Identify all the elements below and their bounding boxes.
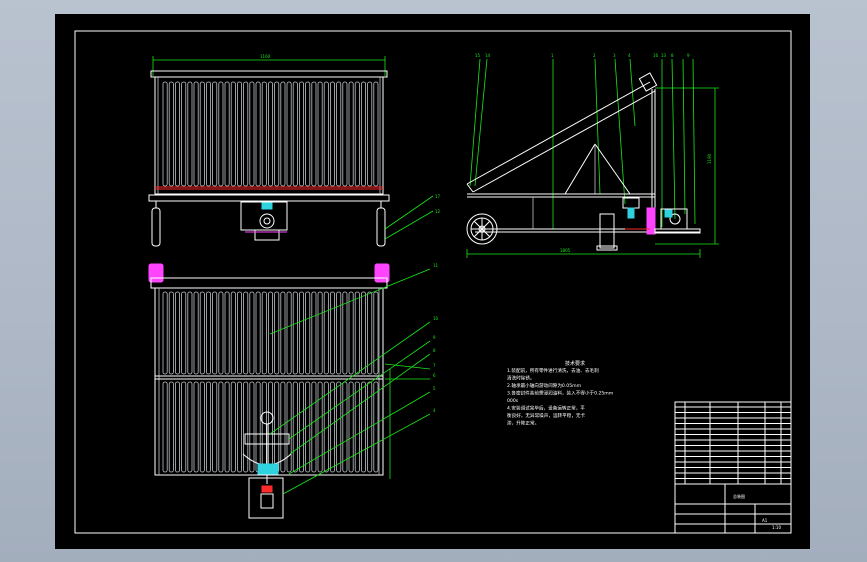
tech-req-line: 2.轴承最小轴向游动间隙为0.05mm — [507, 382, 582, 389]
plan-callout-6: 6 — [433, 373, 436, 378]
title-block-revision: A1 — [762, 518, 768, 523]
plan-callout-leaders — [269, 268, 431, 495]
tech-req-title: 技术要求 — [565, 360, 585, 367]
side-length-dimension: 1805 — [560, 248, 571, 253]
front-panel-flutes — [162, 81, 379, 187]
side-wheel — [466, 213, 498, 245]
side-callout-leaders — [469, 58, 696, 229]
drawing-name: 总装图 — [733, 493, 745, 499]
side-callout-15: 15 — [475, 53, 481, 58]
plan-callout-11: 11 — [433, 263, 439, 268]
front-view: 1160 17 12 — [148, 54, 441, 247]
tech-req-line: 1.装配前，所有零件进行清洗，去油、去毛刺 — [507, 367, 599, 374]
side-height-dimension: 1190 — [707, 153, 712, 164]
plan-view: 11 10 9 8 7 6 5 4 — [148, 263, 439, 519]
plan-callout-8: 8 — [433, 348, 436, 353]
side-callout-2: 2 — [593, 53, 596, 58]
tech-req-line: 3.各密封件装前需浸润油料，装入不得小于0.25mm — [507, 390, 614, 397]
drawing-border — [74, 30, 792, 534]
tech-req-line: 000s — [507, 398, 519, 404]
side-callout-13: 13 — [661, 53, 667, 58]
cad-drawing-sheet: 1160 17 12 — [55, 14, 810, 549]
title-block-scale: 1:10 — [772, 525, 781, 530]
side-callout-16: 16 — [653, 53, 659, 58]
tech-req-line: 清洗时除锈。 — [507, 375, 535, 382]
plan-callout-9: 9 — [433, 335, 436, 340]
callout-17: 17 — [435, 194, 441, 199]
side-callout-8: 8 — [671, 53, 674, 58]
callout-12: 12 — [435, 209, 441, 214]
front-width-dimension: 1160 — [260, 54, 271, 59]
side-callout-3: 3 — [613, 53, 616, 58]
side-callout-1: 1 — [551, 53, 554, 58]
plan-callout-7: 7 — [433, 363, 436, 368]
title-block: 总装图 A1 1:10 — [674, 401, 792, 534]
plan-callout-5: 5 — [433, 386, 436, 391]
plan-callout-4: 4 — [433, 408, 436, 413]
side-callout-9: 9 — [687, 53, 690, 58]
tech-req-line: 滞，升降正常。 — [507, 420, 539, 427]
plan-callout-10: 10 — [433, 316, 439, 321]
side-callout-4: 4 — [628, 53, 631, 58]
side-callout-14: 14 — [485, 53, 491, 58]
tech-req-line: 衡良好，无异常噪声，运转平稳，无卡 — [507, 412, 586, 419]
technical-requirements: 技术要求 1.装配前，所有零件进行清洗，去油、去毛刺清洗时除锈。2.轴承最小轴向… — [507, 360, 614, 427]
cad-drawing-canvas: 1160 17 12 — [74, 30, 792, 534]
tech-req-line: 4.安装调试完毕后，设备运转正常，平 — [507, 405, 585, 412]
